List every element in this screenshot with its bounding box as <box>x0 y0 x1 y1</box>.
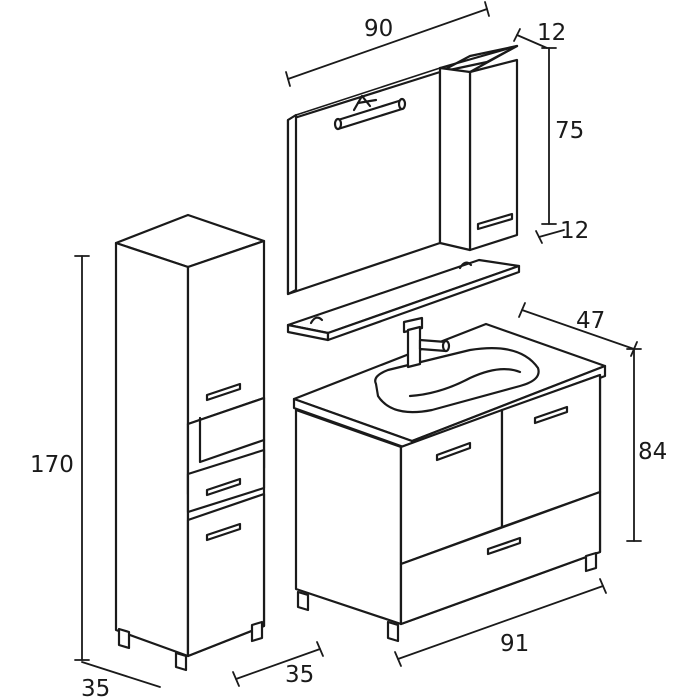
dim-vanity-height: 84 <box>626 348 667 542</box>
vanity-front <box>294 408 403 626</box>
column-side <box>114 241 190 658</box>
column-foot <box>174 651 188 672</box>
column-drawer-handle <box>205 477 242 497</box>
dim-mirror-height: 75 <box>541 47 584 225</box>
dim-column-depth: 35 <box>232 641 324 688</box>
column-foot <box>250 620 264 643</box>
vanity-foot <box>296 590 310 612</box>
glass-shelf <box>286 258 521 342</box>
dim-cabinet-depth-top: 12 <box>513 20 566 49</box>
wall-cabinet-side <box>438 66 472 252</box>
vanity-foot <box>584 551 598 573</box>
column-foot <box>117 627 131 650</box>
dim-label-35-right: 35 <box>285 662 314 688</box>
column-drawer <box>186 448 266 514</box>
wall-cabinet <box>438 44 519 252</box>
door-right-handle <box>533 405 569 425</box>
vanity-unit <box>292 316 607 643</box>
dim-label-12-bottom: 12 <box>560 218 589 244</box>
dim-vanity-width: 91 <box>394 578 607 667</box>
column-unit <box>114 213 266 672</box>
door-left-handle <box>435 441 472 462</box>
dim-label-91: 91 <box>500 631 529 657</box>
dim-mirror-width: 90 <box>285 1 490 87</box>
dim-label-47: 47 <box>576 308 605 334</box>
dim-label-90: 90 <box>364 16 393 42</box>
vanity-drawer <box>399 490 602 626</box>
dim-label-35-left: 35 <box>81 676 110 700</box>
faucet-icon <box>402 316 451 369</box>
column-lower-handle <box>205 522 242 542</box>
dim-label-170: 170 <box>30 452 74 478</box>
dim-label-75: 75 <box>555 118 584 144</box>
dim-label-12-top: 12 <box>537 20 566 46</box>
lamp-icon <box>333 94 407 131</box>
dim-label-84: 84 <box>638 439 667 465</box>
mirror-panel <box>286 70 442 296</box>
dim-column-width: 35 <box>81 661 161 700</box>
wall-cabinet-handle <box>476 212 514 231</box>
vanity-foot <box>386 620 400 643</box>
mirror-panel-edge <box>286 113 298 296</box>
dim-cabinet-depth-bottom: 12 <box>535 218 589 244</box>
drawer-handle <box>486 536 522 556</box>
dim-column-height: 170 <box>30 255 90 661</box>
mirror-unit <box>286 44 521 342</box>
column-upper-handle <box>205 382 242 402</box>
